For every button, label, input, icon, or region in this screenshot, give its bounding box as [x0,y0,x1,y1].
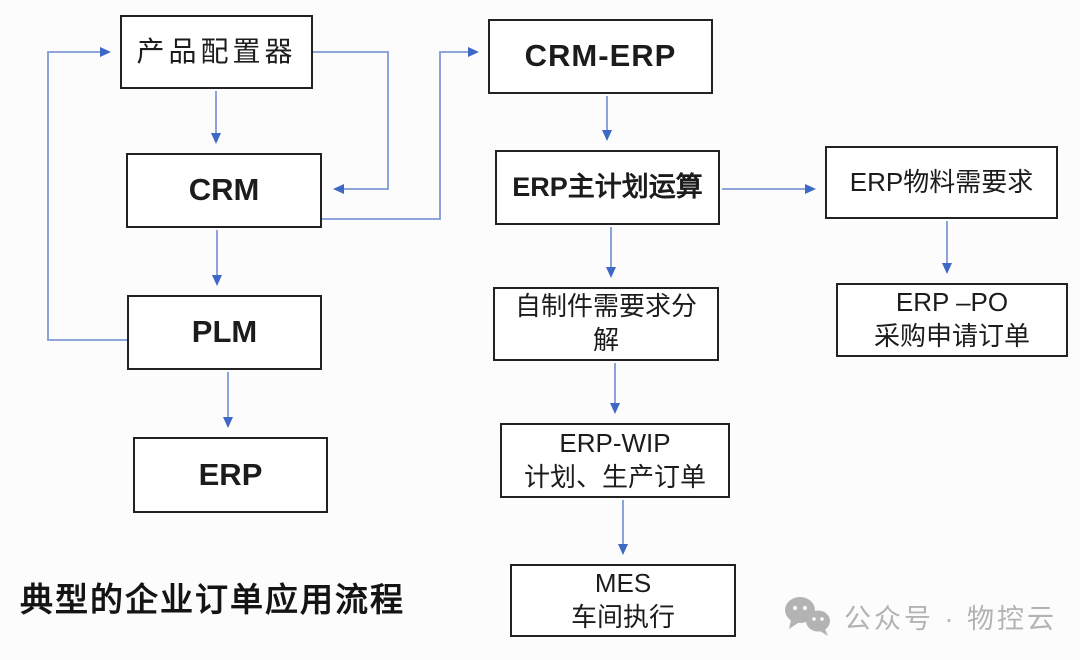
node-crm: CRM [126,153,322,228]
node-label: CRM-ERP [524,38,677,74]
diagram-title: 典型的企业订单应用流程 [20,581,405,618]
node-label: ERP [198,456,263,492]
node-erp-wip: ERP-WIP 计划、生产订单 [500,423,730,498]
node-erp-master-plan: ERP主计划运算 [495,150,720,225]
node-mes: MES 车间执行 [510,564,736,637]
node-self-made-demand-breakdown: 自制件需要求分 解 [493,287,719,361]
node-label: ERP主计划运算 [512,171,703,202]
node-label-line2: 车间执行 [570,601,675,632]
node-plm: PLM [127,295,322,370]
edge-product_configurator-to-crm_right [313,51,389,194]
node-erp-material-demand: ERP物料需要求 [825,146,1058,219]
node-label-line2: 计划、生产订单 [523,461,706,492]
node-label: CRM [188,172,260,208]
node-erp-po: ERP –PO 采购申请订单 [836,283,1068,357]
node-label-line1: 自制件需要求分 [514,291,697,322]
watermark-text: 公众号 · 物控云 [844,603,1057,634]
node-label-line1: ERP-WIP [559,427,671,458]
node-crm-erp: CRM-ERP [488,19,713,94]
node-label-line1: ERP –PO [895,287,1009,318]
node-label: PLM [191,314,258,350]
edge-plm-to-product_configurator [47,47,127,341]
wechat-icon [782,595,834,637]
watermark: 公众号 · 物控云 [782,595,1057,637]
node-label-line1: MES [594,567,652,598]
node-label: ERP物料需要求 [849,166,1034,197]
edge-crm-to-crm_erp [322,47,479,220]
node-label-line2: 采购申请订单 [873,321,1030,351]
node-label-line2: 解 [592,325,619,355]
node-product-configurator: 产品配置器 [120,15,313,89]
node-label: 产品配置器 [136,35,297,67]
node-erp: ERP [133,437,328,513]
